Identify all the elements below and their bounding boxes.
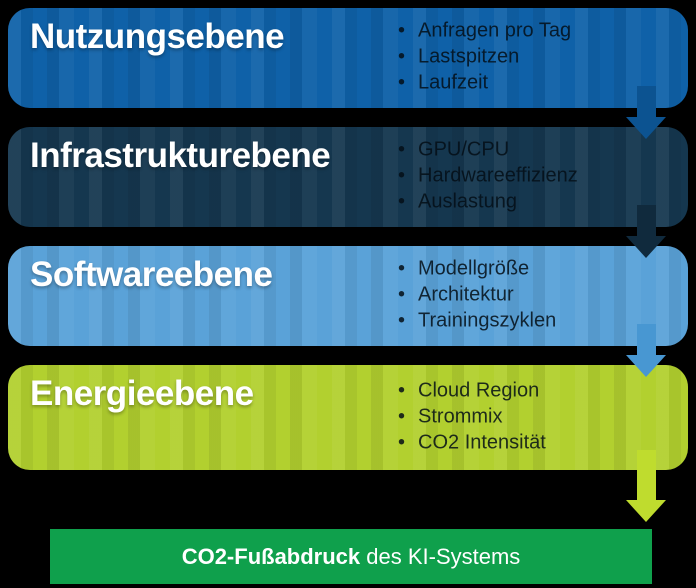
layer-bullet-list: Modellgröße Architektur Trainingszyklen (398, 255, 556, 333)
result-bar-highlight: CO2-Fußabdruck (181, 543, 361, 569)
arrow-down-icon (626, 86, 666, 139)
arrow-head (626, 500, 666, 522)
arrow-head (626, 117, 666, 139)
result-bar: CO2-Fußabdruck des KI-Systems (50, 529, 652, 584)
arrow-shaft (637, 86, 656, 117)
layer-band-nutzungsebene: Nutzungsebene Anfragen pro Tag Lastspitz… (8, 8, 688, 108)
bullet-item: GPU/CPU (398, 136, 578, 162)
arrow-shaft (637, 324, 656, 355)
layer-title: Energieebene (30, 374, 254, 413)
bullet-item: Anfragen pro Tag (398, 17, 571, 43)
layer-bullet-list: Cloud Region Strommix CO2 Intensität (398, 377, 546, 455)
bullet-item: Trainingszyklen (398, 307, 556, 333)
arrow-head (626, 236, 666, 258)
bullet-item: Laufzeit (398, 69, 571, 95)
layer-title: Infrastrukturebene (30, 136, 331, 175)
layer-bullet-list: GPU/CPU Hardwareeffizienz Auslastung (398, 136, 578, 214)
bullet-item: Architektur (398, 281, 556, 307)
arrow-head (626, 355, 666, 377)
bullet-item: Hardwareeffizienz (398, 162, 578, 188)
layer-title: Nutzungsebene (30, 17, 285, 56)
bullet-item: Cloud Region (398, 377, 546, 403)
bullet-item: Strommix (398, 403, 546, 429)
arrow-shaft (637, 450, 656, 500)
layer-band-infrastrukturebene: Infrastrukturebene GPU/CPU Hardwareeffiz… (8, 127, 688, 227)
result-bar-text: des KI-Systems (360, 543, 521, 569)
bullet-item: CO2 Intensität (398, 429, 546, 455)
arrow-shaft (637, 205, 656, 236)
bullet-item: Modellgröße (398, 255, 556, 281)
layer-band-softwareebene: Softwareebene Modellgröße Architektur Tr… (8, 246, 688, 346)
bullet-item: Auslastung (398, 188, 578, 214)
bullet-item: Lastspitzen (398, 43, 571, 69)
arrow-down-icon (626, 205, 666, 258)
layer-title: Softwareebene (30, 255, 273, 294)
layer-bullet-list: Anfragen pro Tag Lastspitzen Laufzeit (398, 17, 571, 95)
arrow-down-icon (626, 450, 666, 522)
arrow-down-icon (626, 324, 666, 377)
layer-band-energieebene: Energieebene Cloud Region Strommix CO2 I… (8, 365, 688, 470)
